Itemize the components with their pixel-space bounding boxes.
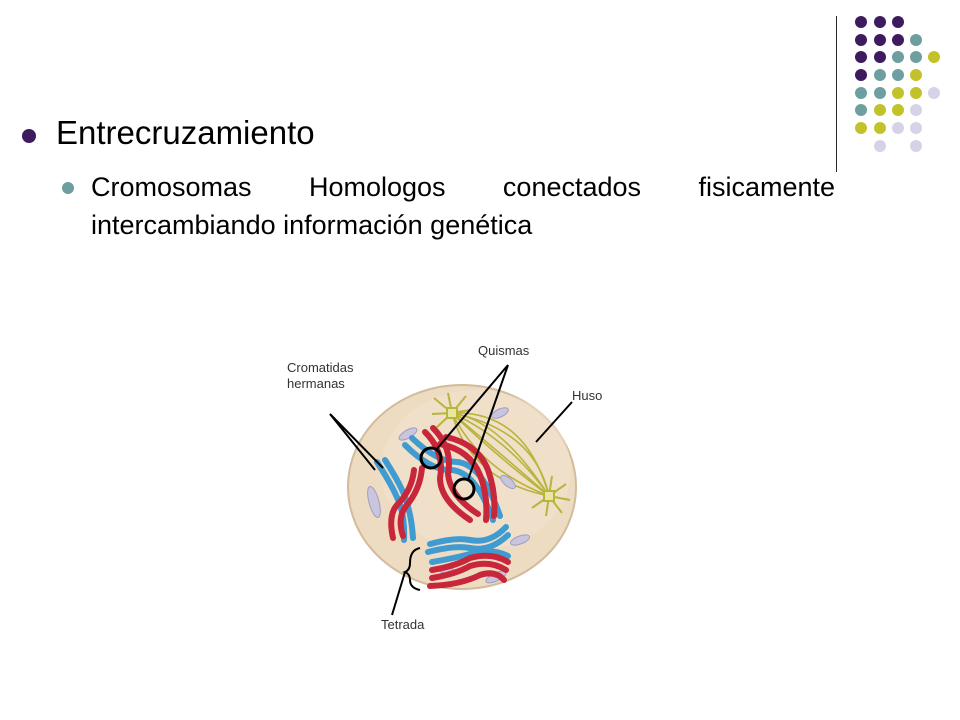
tetrad-center — [402, 425, 503, 523]
leader-huso — [535, 401, 573, 443]
vertical-divider — [836, 16, 837, 172]
leader-quismas-1 — [435, 364, 509, 451]
dot-row-3 — [855, 51, 940, 63]
chiasma-markers — [419, 446, 476, 501]
tetrad-bottom — [425, 524, 511, 589]
decorative-dot-grid — [855, 16, 940, 152]
leader-lines — [329, 364, 573, 616]
leader-quismas-2 — [467, 364, 509, 481]
bullet-subpoint: Cromosomas Homologos conectados fisicame… — [91, 172, 835, 240]
dot-row-1 — [855, 16, 904, 28]
label-huso: Huso — [572, 388, 603, 403]
label-quismas: Quismas — [478, 343, 530, 358]
leader-cromatidas-1 — [329, 413, 376, 471]
dot-row-4 — [855, 69, 922, 81]
leader-cromatidas-2 — [329, 413, 384, 469]
bullet-level-1 — [22, 129, 36, 143]
crossing-over-illustration — [329, 364, 577, 616]
tetrad-left — [374, 457, 425, 543]
dot-row-8 — [874, 140, 922, 152]
dot-row-5 — [855, 87, 940, 99]
label-cromatidas-hermanas: Cromatidas hermanas — [287, 360, 354, 391]
bullet-level-2 — [62, 182, 74, 194]
leader-tetrada — [391, 571, 406, 616]
dot-row-7 — [855, 122, 922, 134]
dot-row-6 — [855, 104, 922, 116]
centrosome-top — [431, 392, 471, 429]
dot-row-2 — [855, 34, 922, 46]
centrosome-bottom — [531, 475, 571, 517]
chiasma-circle-2 — [452, 477, 476, 501]
chiasma-circle-1 — [419, 446, 443, 470]
bullet-title: Entrecruzamiento — [56, 114, 315, 151]
label-tetrada: Tetrada — [381, 617, 425, 632]
